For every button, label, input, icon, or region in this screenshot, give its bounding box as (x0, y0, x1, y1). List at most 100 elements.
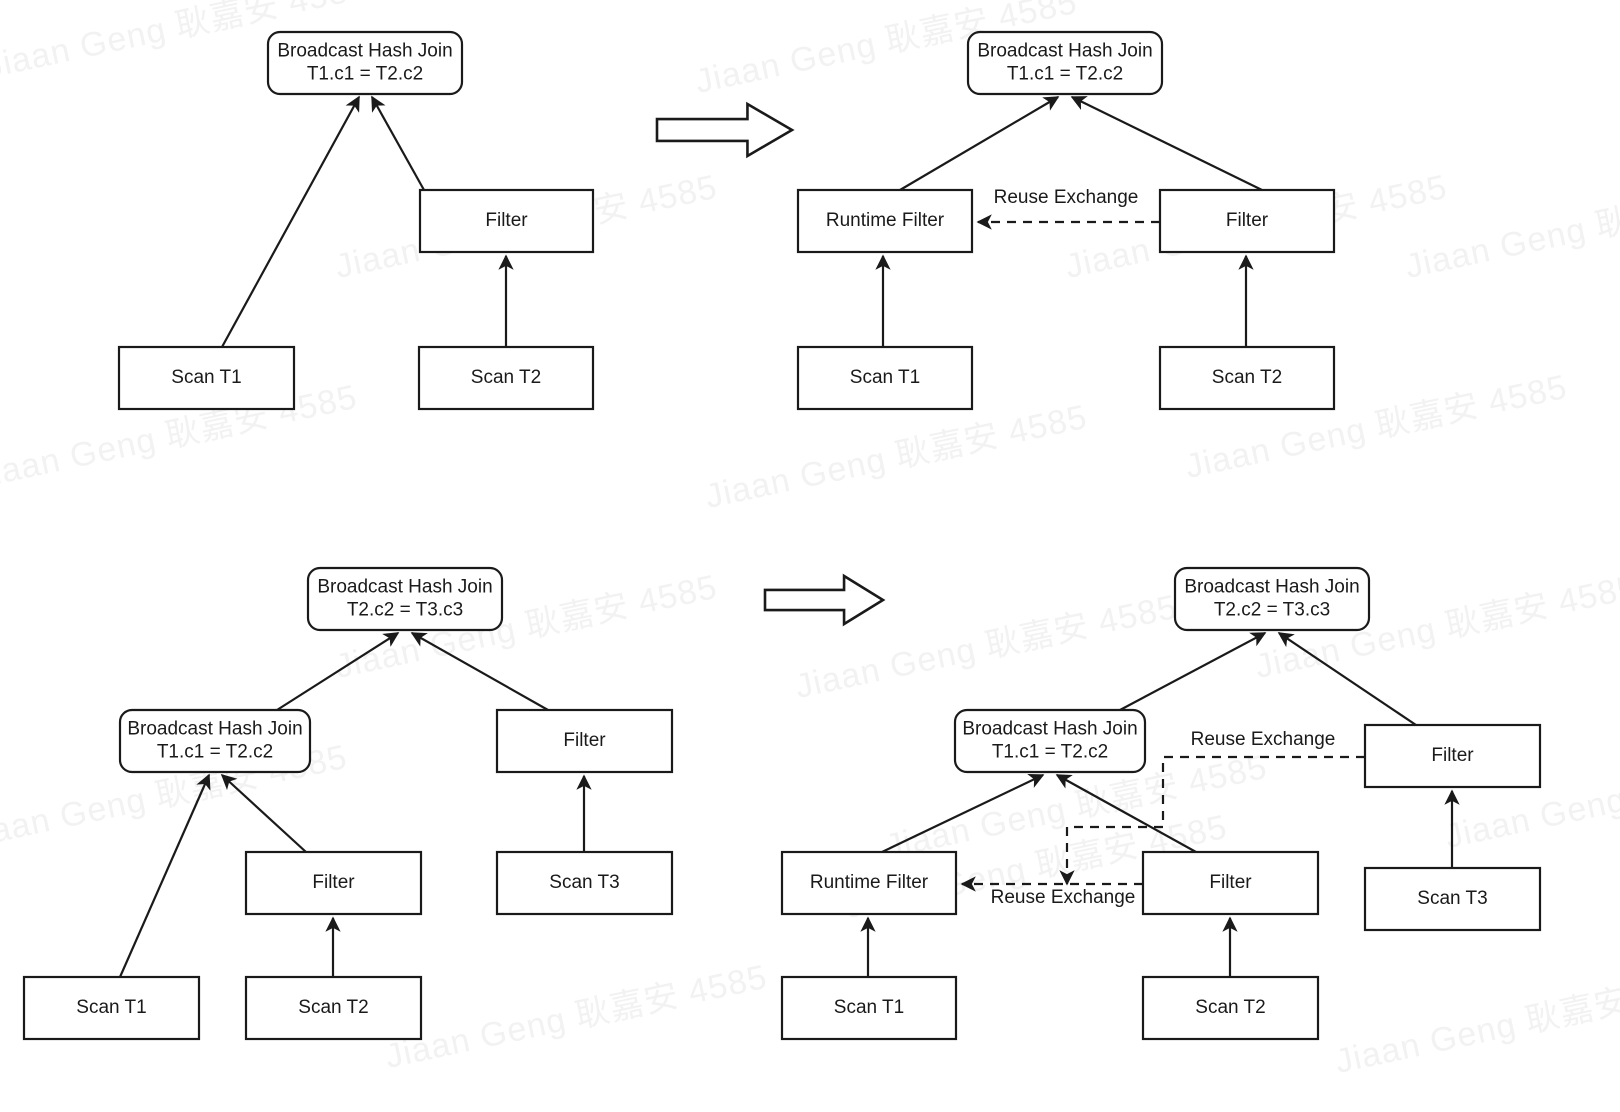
scan-t2-node[interactable]: Scan T2 (1141, 975, 1320, 1041)
broadcast-hash-join-inner-node-label: Broadcast Hash Join (127, 719, 302, 740)
broadcast-hash-join-inner-node-label: Broadcast Hash Join (962, 719, 1137, 740)
broadcast-hash-join-outer-node-box (1173, 566, 1371, 632)
scan-t2-node-box (244, 975, 423, 1041)
transform-arrow-top (655, 101, 795, 159)
scan-t2-node-label: Scan T2 (471, 367, 541, 388)
broadcast-hash-join-outer-node-label: T2.c2 = T3.c3 (347, 600, 463, 621)
broadcast-hash-join-inner-node-label: T1.c1 = T2.c2 (157, 742, 273, 763)
filter-t2-node[interactable]: Filter (1141, 850, 1320, 916)
edge-runtime-filter-to-inner-join (881, 774, 1045, 853)
scan-t1-node-label: Scan T1 (834, 997, 904, 1018)
broadcast-hash-join-node-label: T1.c1 = T2.c2 (1007, 64, 1123, 85)
edge-scan-t1-to-join (221, 95, 360, 348)
filter-t2-node-box (1141, 850, 1320, 916)
edge-filter-to-join (371, 95, 425, 191)
runtime-filter-node-box (796, 188, 974, 254)
edge-filter-t3-to-outer-join (1277, 632, 1417, 726)
broadcast-hash-join-outer-node-box (306, 566, 504, 632)
transform-arrow-bottom (763, 573, 886, 627)
broadcast-hash-join-outer-node-label: Broadcast Hash Join (1184, 577, 1359, 598)
filter-node-label: Filter (1226, 210, 1269, 231)
edge-inner-join-to-outer-join (1119, 632, 1267, 711)
scan-t2-node[interactable]: Scan T2 (417, 345, 595, 411)
filter-t3-node-box (1363, 723, 1542, 789)
filter-node-label: Filter (485, 210, 528, 231)
scan-t3-node[interactable]: Scan T3 (1363, 866, 1542, 932)
scan-t3-node[interactable]: Scan T3 (495, 850, 674, 916)
runtime-filter-node-label: Runtime Filter (810, 872, 929, 893)
scan-t2-node-box (1158, 345, 1336, 411)
edge-reuse-exchange-outer (1059, 755, 1365, 886)
scan-t1-node-label: Scan T1 (171, 367, 241, 388)
filter-t3-node[interactable]: Filter (1363, 723, 1542, 789)
scan-t1-node-label: Scan T1 (76, 997, 146, 1018)
edge-filter-to-join (1070, 96, 1263, 191)
reuse-exchange-label: Reuse Exchange (991, 887, 1136, 908)
scan-t2-node-box (417, 345, 595, 411)
scan-t1-node[interactable]: Scan T1 (796, 345, 974, 411)
scan-t1-node[interactable]: Scan T1 (780, 975, 958, 1041)
filter-t2-node[interactable]: Filter (244, 850, 423, 916)
edge-filter-t2-to-inner-join (1055, 774, 1197, 853)
filter-t2-node-box (244, 850, 423, 916)
filter-t2-node-label: Filter (312, 872, 355, 893)
scan-t2-node[interactable]: Scan T2 (1158, 345, 1336, 411)
scan-t1-node-box (796, 345, 974, 411)
scan-t2-node-box (1141, 975, 1320, 1041)
runtime-filter-node-label: Runtime Filter (826, 210, 945, 231)
reuse-exchange-label: Reuse Exchange (994, 187, 1139, 208)
transform-arrows-layer (655, 101, 886, 627)
filter-t2-node-label: Filter (1209, 872, 1252, 893)
filter-node[interactable]: Filter (1158, 188, 1336, 254)
scan-t1-node[interactable]: Scan T1 (22, 975, 201, 1041)
runtime-filter-node[interactable]: Runtime Filter (780, 850, 958, 916)
scan-t3-node-label: Scan T3 (1417, 888, 1487, 909)
filter-node-box (418, 188, 595, 254)
broadcast-hash-join-outer-node-label: T2.c2 = T3.c3 (1214, 600, 1330, 621)
scan-t3-node-box (495, 850, 674, 916)
broadcast-hash-join-inner-node-box (118, 708, 312, 774)
edge-inner-join-to-outer-join (276, 632, 400, 711)
runtime-filter-node-box (780, 850, 958, 916)
reuse-exchange-label: Reuse Exchange (1191, 729, 1336, 750)
scan-t1-node[interactable]: Scan T1 (117, 345, 296, 411)
filter-t3-node[interactable]: Filter (495, 708, 674, 774)
scan-t1-node-label: Scan T1 (850, 367, 920, 388)
broadcast-hash-join-node-label: T1.c1 = T2.c2 (307, 64, 423, 85)
filter-t3-node-label: Filter (563, 730, 606, 751)
edge-filter-t2-to-inner-join (220, 773, 307, 853)
broadcast-hash-join-node-box (266, 30, 464, 96)
scan-t2-node-label: Scan T2 (1195, 997, 1265, 1018)
broadcast-hash-join-node-box (966, 30, 1164, 96)
filter-node-box (1158, 188, 1336, 254)
broadcast-hash-join-inner-node-label: T1.c1 = T2.c2 (992, 742, 1108, 763)
filter-t3-node-label: Filter (1431, 745, 1474, 766)
scan-t3-node-box (1363, 866, 1542, 932)
scan-t1-node-box (780, 975, 958, 1041)
edge-runtime-filter-to-join (899, 96, 1060, 191)
broadcast-hash-join-outer-node-label: Broadcast Hash Join (317, 577, 492, 598)
scan-t2-node[interactable]: Scan T2 (244, 975, 423, 1041)
filter-t3-node-box (495, 708, 674, 774)
scan-t2-node-label: Scan T2 (298, 997, 368, 1018)
scan-t3-node-label: Scan T3 (549, 872, 619, 893)
scan-t2-node-label: Scan T2 (1212, 367, 1282, 388)
runtime-filter-node[interactable]: Runtime Filter (796, 188, 974, 254)
broadcast-hash-join-inner-node-box (953, 708, 1147, 774)
scan-t1-node-box (117, 345, 296, 411)
broadcast-hash-join-node-label: Broadcast Hash Join (277, 41, 452, 62)
scan-t1-node-box (22, 975, 201, 1041)
edge-scan-t1-to-inner-join (118, 773, 211, 978)
broadcast-hash-join-node-label: Broadcast Hash Join (977, 41, 1152, 62)
filter-node[interactable]: Filter (418, 188, 595, 254)
